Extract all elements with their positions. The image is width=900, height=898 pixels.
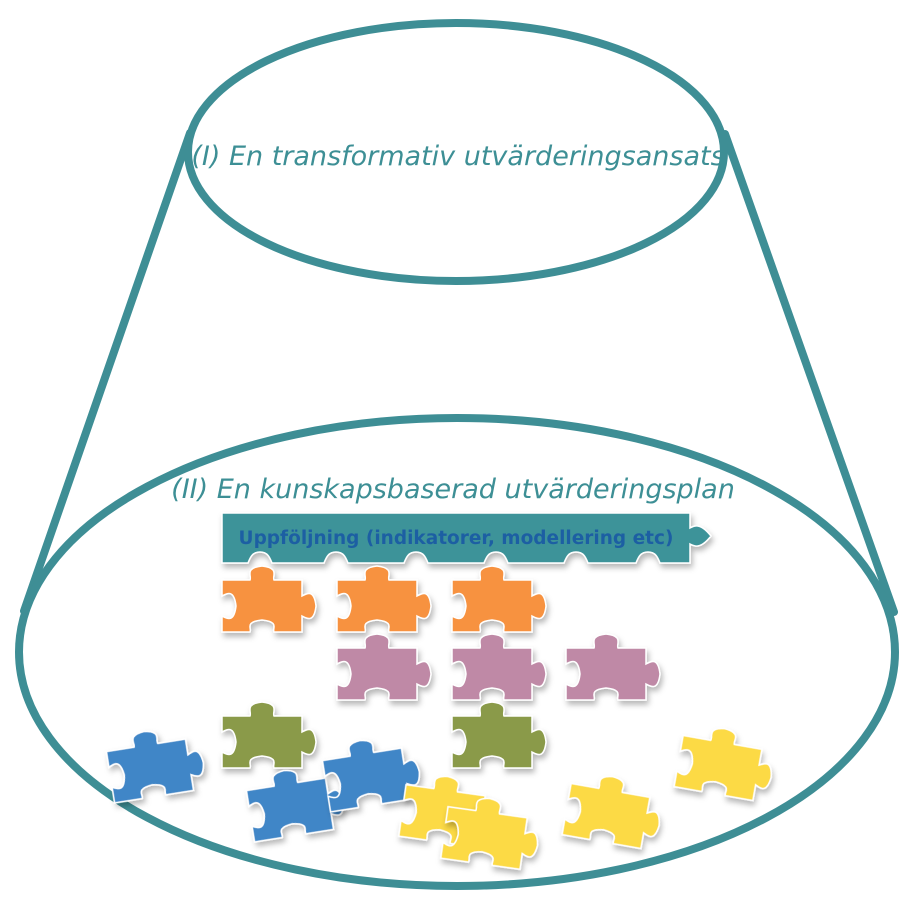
- puzzle-piece-yellow: [561, 775, 660, 850]
- top-ellipse-label: (I) En transformativ utvärderingsansats: [191, 141, 724, 172]
- puzzle-piece-orange: [221, 565, 317, 633]
- puzzle-piece-orange: [451, 565, 547, 633]
- puzzle-pieces: [105, 565, 772, 871]
- puzzle-piece-purple: [336, 633, 432, 701]
- puzzle-piece-purple: [565, 633, 661, 701]
- puzzle-piece-purple: [451, 633, 547, 701]
- top-ellipse: [184, 19, 728, 285]
- puzzle-piece-blue: [245, 769, 345, 843]
- funnel-right-edge: [721, 130, 898, 616]
- bottom-ellipse-label: (II) En kunskapsbaserad utvärderingsplan: [171, 474, 735, 505]
- monitoring-banner-label: Uppföljning (indikatorer, modellering et…: [239, 528, 674, 549]
- puzzle-piece-olive: [221, 701, 317, 769]
- monitoring-banner: Uppföljning (indikatorer, modellering et…: [221, 512, 712, 564]
- puzzle-piece-olive: [451, 701, 547, 769]
- puzzle-piece-orange: [336, 565, 432, 633]
- puzzle-piece-yellow: [439, 797, 539, 871]
- funnel-left-edge: [20, 129, 194, 615]
- puzzle-piece-yellow: [673, 727, 772, 802]
- puzzle-piece-blue: [105, 730, 205, 804]
